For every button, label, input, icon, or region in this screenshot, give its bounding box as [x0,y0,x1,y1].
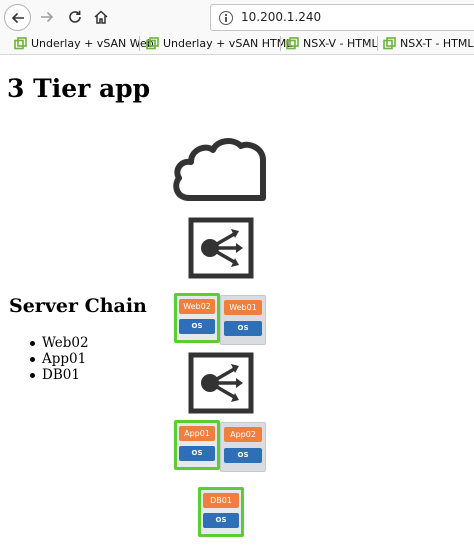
server-chain-list: Web02 App01 DB01 [30,335,89,383]
vm-name: Web01 [224,300,262,315]
cloud-icon [173,138,266,201]
vmware-bookmark-icon [14,37,27,50]
bookmark-nsx-t-html[interactable]: NSX-T - HTML [383,35,473,52]
vmware-bookmark-icon [383,37,396,50]
list-item: Web02 [30,335,89,351]
home-button[interactable] [88,4,114,30]
vm-card-web01[interactable]: Web01 OS [220,295,266,345]
page-title: 3 Tier app [7,74,151,103]
vmware-bookmark-icon [286,37,299,50]
vm-os-badge: OS [224,321,262,336]
reload-icon [69,10,81,23]
browser-toolbar: 10.200.1.240 [0,0,474,32]
forward-button[interactable] [34,4,60,30]
load-balancer-icon [188,217,254,279]
bookmark-nsx-v-html[interactable]: NSX-V - HTML [286,35,378,52]
info-icon[interactable] [219,11,233,25]
bookmark-underlay-vsan-web[interactable]: Underlay + vSAN Web [14,35,154,52]
bookmark-separator [377,36,378,51]
vm-os-badge: OS [203,513,239,528]
vm-os-badge: OS [179,319,215,334]
forward-arrow-icon [41,11,54,23]
vm-os-badge: OS [224,448,262,463]
back-button[interactable] [4,4,31,31]
server-chain-heading: Server Chain [9,295,147,317]
bookmark-label: NSX-V - HTML [303,37,378,50]
bookmark-label: Underlay + vSAN Web [31,37,154,50]
bookmark-separator [139,36,140,51]
load-balancer-icon [188,352,254,414]
vm-os-badge: OS [179,446,215,461]
url-bar[interactable]: 10.200.1.240 [210,4,474,31]
vm-card-web02[interactable]: Web02 OS [174,293,220,343]
reload-button[interactable] [62,4,88,30]
back-arrow-icon [11,12,24,23]
vmware-bookmark-icon [146,37,159,50]
list-item: DB01 [30,367,89,383]
vm-card-app01[interactable]: App01 OS [174,420,220,470]
vm-name: DB01 [203,493,239,508]
bookmark-separator [280,36,281,51]
vm-name: App01 [179,426,215,441]
vm-card-app02[interactable]: App02 OS [220,422,266,472]
bookmark-label: NSX-T - HTML [400,37,474,50]
vm-name: Web02 [179,299,215,314]
bookmark-label: Underlay + vSAN HTML [163,37,293,50]
vm-card-db01[interactable]: DB01 OS [198,487,244,537]
list-item: App01 [30,351,89,367]
bookmark-underlay-vsan-html[interactable]: Underlay + vSAN HTML [146,35,292,52]
home-icon [94,10,108,24]
bookmarks-toolbar: Underlay + vSAN Web Underlay + vSAN HTML… [0,32,474,55]
url-text: 10.200.1.240 [241,10,322,24]
vm-name: App02 [224,427,262,442]
